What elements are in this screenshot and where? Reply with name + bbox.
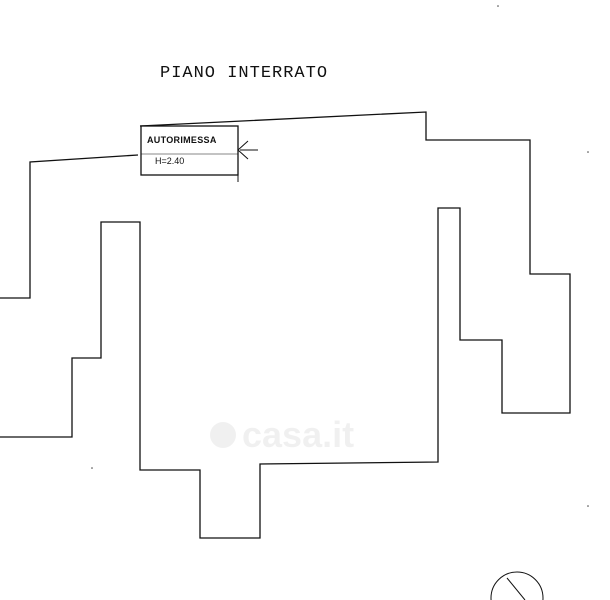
plan-title: PIANO INTERRATO [160, 64, 329, 83]
room-height-label: H=2.40 [155, 156, 185, 166]
drawing-specks [91, 5, 589, 507]
watermark-text: casa.it [242, 414, 355, 455]
compass-needle [506, 577, 526, 600]
left-wing-outline [0, 154, 139, 299]
left-steps-outline [0, 111, 571, 539]
autorimessa-room-box [140, 125, 239, 176]
entrance-arrow-head [237, 140, 249, 160]
watermark: casa.it [210, 414, 354, 456]
house-icon [210, 422, 236, 448]
room-name-label: AUTORIMESSA [147, 135, 217, 145]
compass-circle-icon [490, 571, 544, 600]
